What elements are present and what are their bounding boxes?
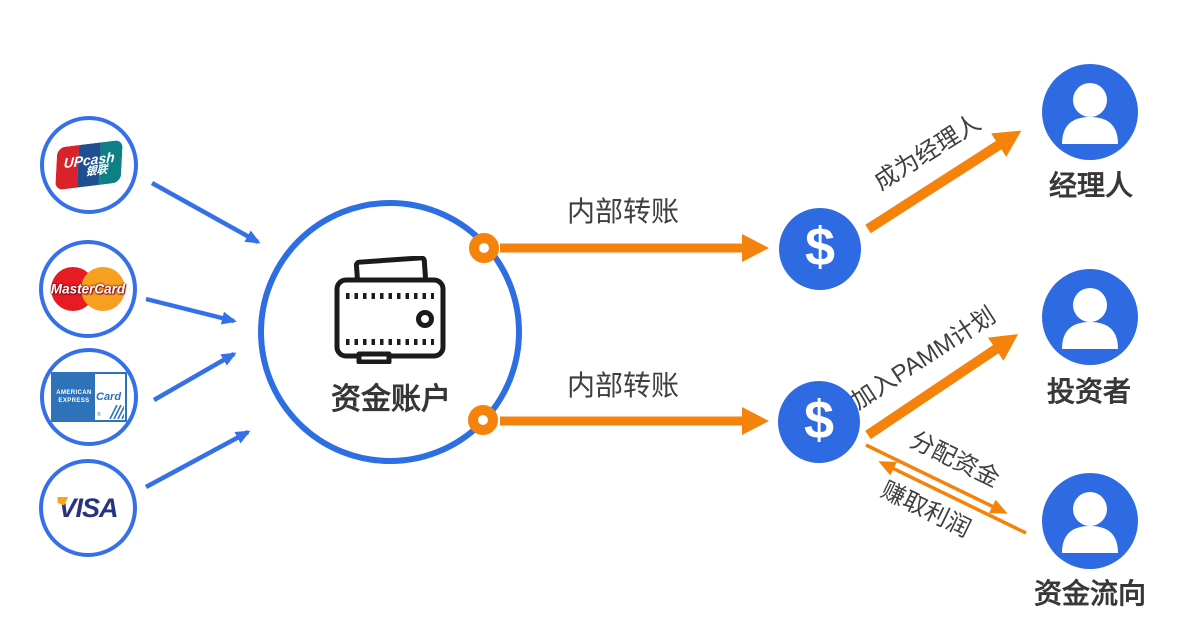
arrow-become-manager — [865, 130, 1022, 234]
amex-logo: AMERICAN EXPRESS Card ® — [51, 372, 127, 422]
mastercard-brand: MasterCard — [50, 281, 126, 297]
internal-transfer-top-label: 内部转账 — [566, 196, 680, 227]
investor-node — [1042, 269, 1138, 365]
investor-label: 投资者 — [1046, 376, 1132, 407]
visa-logo: VISA — [57, 492, 119, 523]
visa-brand: VISA — [58, 492, 118, 523]
amex-line1: AMERICAN — [56, 389, 92, 396]
arrow-allocate-funds — [865, 443, 1008, 514]
connector-dot-bottom — [468, 405, 498, 435]
fund-flow-node — [1042, 473, 1138, 569]
person-icon — [1062, 83, 1118, 144]
unionpay-brand-cn: 银联 — [85, 163, 108, 179]
internal-transfer-bottom-label: 内部转账 — [566, 370, 680, 401]
arrow-amex-to-account — [152, 352, 237, 402]
amex-reg-mark: ® — [97, 412, 101, 418]
amex-line2: EXPRESS — [58, 398, 90, 404]
mastercard-logo: MasterCard — [49, 266, 127, 312]
mastercard-orange-circle — [81, 267, 125, 311]
amex-hatch-lines — [109, 405, 124, 419]
arrow-mastercard-to-account — [145, 296, 237, 325]
manager-node — [1042, 64, 1138, 160]
person-icon — [1062, 288, 1118, 349]
unionpay-logo-text: UPcash 银联 — [55, 140, 123, 191]
dollar-icon: $ — [803, 390, 835, 450]
arrow-join-pamm — [865, 334, 1019, 440]
card-node-unionpay: UPcash 银联 — [40, 116, 138, 214]
amex-brand: Card — [96, 391, 122, 403]
fund-flow-label: 资金流向 — [1033, 578, 1147, 609]
card-node-visa: VISA — [39, 459, 137, 557]
funding-account-label: 资金账户 — [331, 383, 451, 416]
arrow-unionpay-to-account — [150, 181, 261, 244]
dollar-icon: $ — [804, 217, 836, 277]
dollar-node-top: $ — [779, 208, 861, 290]
person-icon — [1062, 492, 1118, 553]
wallet-icon — [334, 256, 446, 364]
visa-flag-icon — [57, 496, 69, 506]
manager-label: 经理人 — [1048, 170, 1134, 201]
card-node-mastercard: MasterCard — [39, 240, 137, 338]
amex-right-panel: Card ® — [95, 374, 125, 420]
connector-dot-top — [469, 233, 499, 263]
arrow-earn-profit — [878, 461, 1027, 535]
dollar-node-bottom: $ — [778, 381, 860, 463]
card-node-amex: AMERICAN EXPRESS Card ® — [40, 348, 138, 446]
arrow-visa-to-account — [144, 430, 251, 489]
amex-blue-box: AMERICAN EXPRESS — [53, 374, 95, 420]
unionpay-logo: UPcash 银联 — [55, 139, 123, 191]
